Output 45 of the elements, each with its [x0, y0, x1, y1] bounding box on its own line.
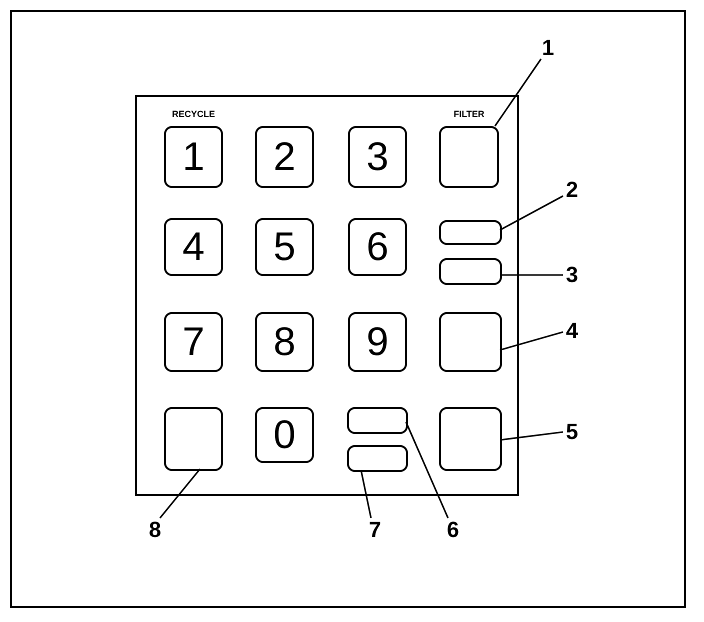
key-digit: 3	[366, 137, 389, 177]
leader-line	[500, 431, 564, 441]
leader-line	[500, 195, 564, 231]
key-heading: FILTER	[452, 109, 486, 119]
keypad-panel	[135, 95, 519, 496]
keypad-key	[439, 312, 502, 372]
keypad-key	[348, 126, 407, 188]
callout-number: 5	[562, 419, 582, 445]
keypad-key	[164, 218, 223, 276]
keypad-key	[439, 258, 502, 285]
leader-line	[159, 468, 201, 518]
keypad-key	[347, 445, 408, 472]
keypad-key	[347, 407, 408, 434]
key-digit: 7	[182, 322, 205, 362]
callout-number: 7	[365, 517, 385, 543]
keypad-key	[255, 126, 314, 188]
keypad-key	[255, 407, 314, 463]
key-digit: 0	[273, 415, 296, 455]
key-digit: 1	[182, 137, 205, 177]
keypad-key	[164, 312, 223, 372]
keypad-key	[439, 407, 502, 471]
key-digit: 5	[273, 227, 296, 267]
keypad-key	[439, 220, 502, 245]
key-digit: 9	[366, 322, 389, 362]
keypad-key	[348, 312, 407, 372]
leader-line	[500, 331, 564, 351]
leader-line	[494, 58, 542, 126]
key-digit: 2	[273, 137, 296, 177]
leader-line	[360, 470, 372, 518]
leader-line	[500, 274, 563, 276]
keypad-key	[255, 218, 314, 276]
key-heading: RECYCLE	[170, 109, 216, 119]
keypad-key	[164, 407, 223, 471]
keypad-key	[255, 312, 314, 372]
leader-line	[405, 422, 449, 518]
key-digit: 6	[366, 227, 389, 267]
key-digit: 8	[273, 322, 296, 362]
callout-number: 2	[562, 177, 582, 203]
callout-number: 8	[145, 517, 165, 543]
callout-number: 1	[538, 35, 558, 61]
key-digit: 4	[182, 227, 205, 267]
callout-number: 3	[562, 262, 582, 288]
callout-number: 4	[562, 318, 582, 344]
keypad-key	[348, 218, 407, 276]
callout-number: 6	[443, 517, 463, 543]
